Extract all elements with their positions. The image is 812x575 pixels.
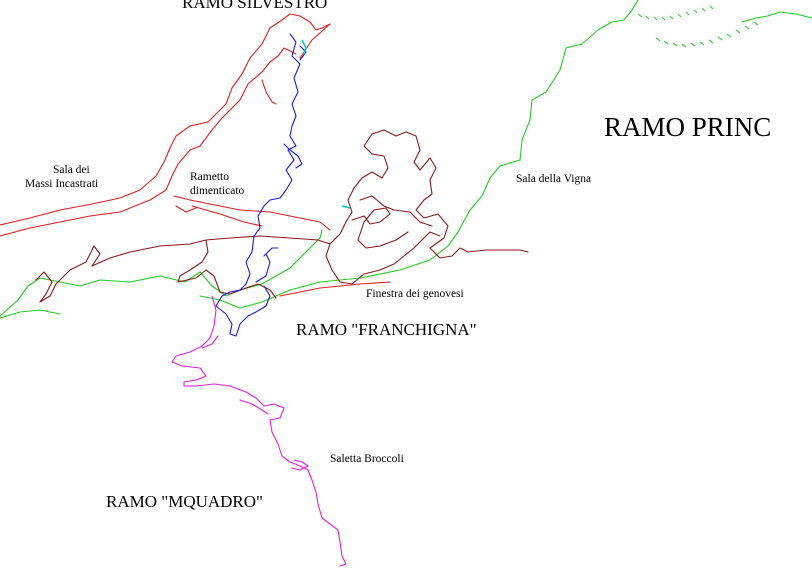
ramo-silvestro-label: RAMO SILVESTRO bbox=[182, 0, 327, 12]
ramo-principale-label: RAMO PRINC bbox=[604, 112, 771, 142]
rametto-label-2: dimenticato bbox=[190, 185, 245, 197]
ramo-mquadro-label: RAMO "MQUADRO" bbox=[106, 492, 263, 511]
cyan-markers bbox=[301, 39, 351, 209]
rametto-label-1: Rametto bbox=[190, 171, 229, 183]
blue-survey-line bbox=[215, 33, 307, 337]
ramo-franchigna-label: RAMO "FRANCHIGNA" bbox=[296, 320, 477, 339]
sala-vigna-label: Sala della Vigna bbox=[516, 173, 591, 185]
sala-massi-label-1: Sala dei bbox=[53, 164, 90, 176]
saletta-broccoli-label: Saletta Broccoli bbox=[330, 453, 404, 465]
dark-red-survey-line bbox=[35, 129, 529, 303]
red-survey-line bbox=[0, 13, 391, 297]
terrain-hatching bbox=[637, 5, 759, 48]
sala-massi-label-2: Massi Incastrati bbox=[25, 178, 98, 190]
finestra-genovesi-label: Finestra dei genovesi bbox=[366, 288, 464, 300]
green-survey-line bbox=[0, 0, 812, 319]
magenta-survey-line bbox=[171, 295, 347, 567]
